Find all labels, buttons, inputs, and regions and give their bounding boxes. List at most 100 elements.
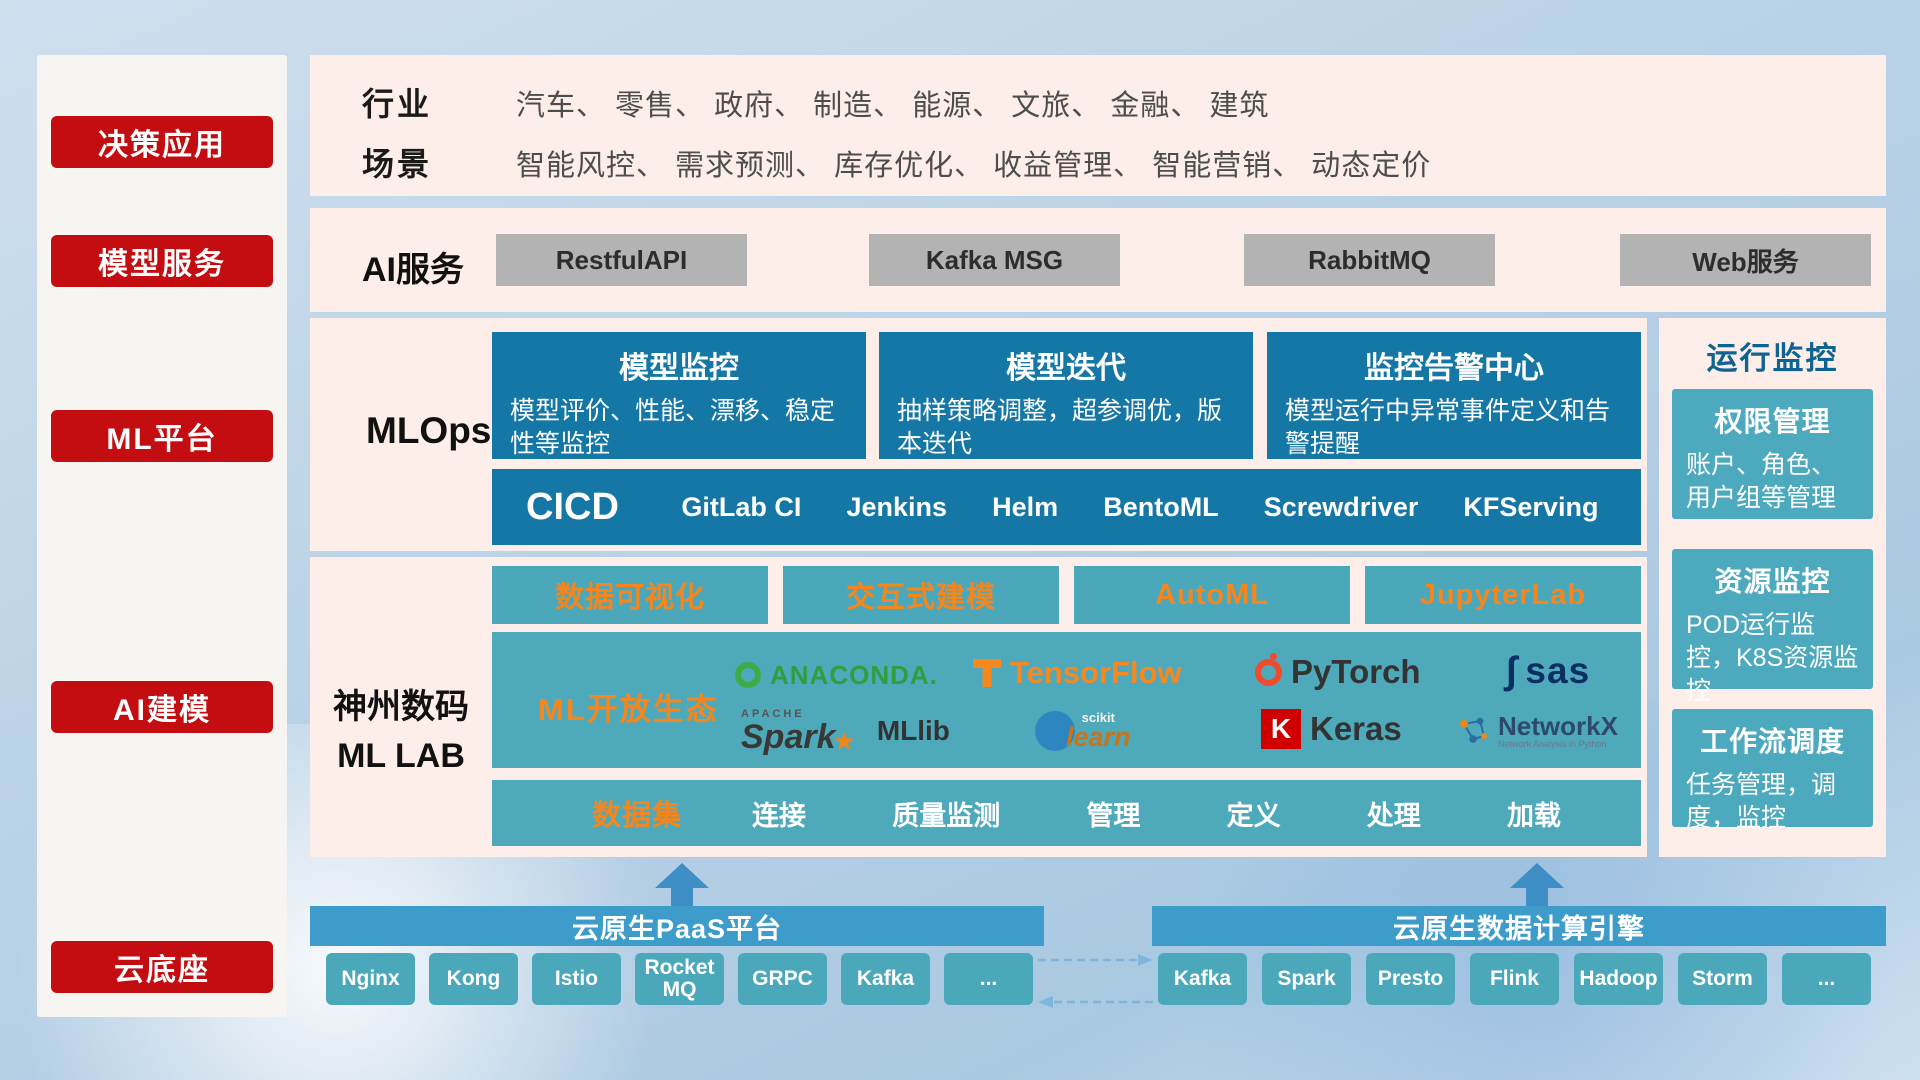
service-kafka-msg: Kafka MSG xyxy=(869,234,1120,286)
pytorch-logo: PyTorch xyxy=(1255,649,1421,695)
card-desc: 任务管理，调度，监控 xyxy=(1686,771,1837,832)
interactive-modeling-button: 交互式建模 xyxy=(783,566,1059,624)
mllab-panel: 神州数码 ML LAB 数据可视化 交互式建模 AutoML JupyterLa… xyxy=(310,557,1647,857)
ai-service-label: AI服务 xyxy=(362,251,464,289)
sas-logo: ∫ sas xyxy=(1506,648,1590,694)
sidebar-item-cloud-base: 云底座 xyxy=(51,941,273,993)
data-exchange-arrows xyxy=(1038,954,1153,1008)
dataset-bar: 数据集 连接 质量监测 管理 定义 处理 加载 xyxy=(492,780,1641,846)
arrow-stem xyxy=(671,888,693,908)
paas-kafka: Kafka xyxy=(841,953,930,1005)
networkx-logo: NetworkX Network Analysis in Python xyxy=(1457,708,1618,754)
data-engine-bar: 云原生数据计算引擎 xyxy=(1152,906,1886,946)
dataset-items: 连接 质量监测 管理 定义 处理 加载 xyxy=(682,794,1641,833)
industry-list: 汽车、 零售、 政府、 制造、 能源、 文旅、 金融、 建筑 xyxy=(516,90,1270,122)
automl-button: AutoML xyxy=(1074,566,1350,624)
card-desc: 账户、角色、用户组等管理 xyxy=(1686,451,1837,512)
service-web: Web服务 xyxy=(1620,234,1871,286)
mllib-text: MLlib xyxy=(876,715,950,746)
paas-istio: Istio xyxy=(532,953,621,1005)
tensorflow-icon xyxy=(973,659,1001,687)
keras-icon: K xyxy=(1261,709,1301,749)
dataset-item-define: 定义 xyxy=(1226,800,1281,831)
tool-gitlab-ci: GitLab CI xyxy=(681,491,802,522)
scikit-learn-logo: scikit learn xyxy=(1035,708,1131,754)
paas-more: ... xyxy=(944,953,1033,1005)
card-title: 资源监控 xyxy=(1714,566,1831,597)
spark-mllib-logo: APACHE Spark ★ MLlib xyxy=(741,708,950,754)
paas-up-arrow xyxy=(655,863,709,908)
industry-scenario-panel: 行业 汽车、 零售、 政府、 制造、 能源、 文旅、 金融、 建筑 场景 智能风… xyxy=(310,55,1886,196)
networkx-text: NetworkX xyxy=(1498,710,1618,741)
scikit-text: scikit xyxy=(1081,710,1115,725)
permission-mgmt-card: 权限管理 账户、角色、用户组等管理 xyxy=(1672,389,1873,519)
paas-platform-bar: 云原生PaaS平台 xyxy=(310,906,1044,946)
apache-text: APACHE xyxy=(741,707,805,720)
keras-logo: K Keras xyxy=(1261,706,1402,752)
engine-more: ... xyxy=(1782,953,1871,1005)
alert-center-card: 监控告警中心 模型运行中异常事件定义和告警提醒 xyxy=(1267,332,1641,459)
scikit-learn-icon xyxy=(1035,711,1075,751)
card-desc: 模型评价、性能、漂移、稳定性等监控 xyxy=(510,397,836,458)
sidebar-item-ml-platform: ML平台 xyxy=(51,410,273,462)
engine-flink: Flink xyxy=(1470,953,1559,1005)
ml-open-ecosystem-box: ML开放生态 ANACONDA. TensorFlow PyTorch ∫ sa… xyxy=(492,632,1641,768)
card-title: 模型监控 xyxy=(619,352,739,385)
engine-buttons: Kafka Spark Presto Flink Hadoop Storm ..… xyxy=(1158,953,1871,1005)
dataset-item-process: 处理 xyxy=(1366,800,1421,831)
card-desc: POD运行监控，K8S资源监控 xyxy=(1686,611,1859,705)
arrow-stem xyxy=(1526,888,1548,908)
workflow-scheduler-card: 工作流调度 任务管理，调度，监控 xyxy=(1672,709,1873,832)
service-restfulapi: RestfulAPI xyxy=(496,234,747,286)
tensorflow-logo: TensorFlow xyxy=(973,650,1182,696)
paas-grpc: GRPC xyxy=(738,953,827,1005)
engine-hadoop: Hadoop xyxy=(1574,953,1663,1005)
tool-helm: Helm xyxy=(992,491,1059,522)
engine-storm: Storm xyxy=(1678,953,1767,1005)
resource-monitor-card: 资源监控 POD运行监控，K8S资源监控 xyxy=(1672,549,1873,705)
tensorflow-text: TensorFlow xyxy=(1010,655,1182,690)
scenario-list: 智能风控、 需求预测、 库存优化、 收益管理、 智能营销、 动态定价 xyxy=(516,150,1432,182)
sas-icon: ∫ xyxy=(1506,650,1517,692)
sidebar-item-decision-apps: 决策应用 xyxy=(51,116,273,168)
tool-bentoml: BentoML xyxy=(1103,491,1219,522)
tool-jenkins: Jenkins xyxy=(846,491,948,522)
card-desc: 模型运行中异常事件定义和告警提醒 xyxy=(1285,397,1611,458)
dataset-item-quality: 质量监测 xyxy=(892,800,1001,831)
anaconda-icon xyxy=(735,662,761,688)
engine-spark: Spark xyxy=(1262,953,1351,1005)
pytorch-text: PyTorch xyxy=(1291,653,1421,690)
tool-screwdriver: Screwdriver xyxy=(1263,491,1419,522)
anaconda-logo: ANACONDA. xyxy=(735,652,938,698)
dataset-item-load: 加载 xyxy=(1506,800,1561,831)
mlops-panel: MLOps 模型监控 模型评价、性能、漂移、稳定性等监控 模型迭代 抽样策略调整… xyxy=(310,318,1647,551)
ecosystem-label: ML开放生态 xyxy=(538,692,719,727)
runtime-monitor-panel: 运行监控 权限管理 账户、角色、用户组等管理 资源监控 POD运行监控，K8S资… xyxy=(1659,318,1886,857)
dataset-label: 数据集 xyxy=(592,800,683,832)
sidebar-item-model-service: 模型服务 xyxy=(51,235,273,287)
mllab-label-line2: ML LAB xyxy=(337,737,465,776)
card-desc: 抽样策略调整，超参调优，版本迭代 xyxy=(897,397,1223,458)
card-title: 权限管理 xyxy=(1714,406,1831,437)
pytorch-icon xyxy=(1255,652,1282,686)
model-monitoring-card: 模型监控 模型评价、性能、漂移、稳定性等监控 xyxy=(492,332,866,459)
arrow-head xyxy=(655,863,709,888)
card-title: 工作流调度 xyxy=(1699,726,1845,757)
cicd-tools: GitLab CI Jenkins Helm BentoML Screwdriv… xyxy=(619,492,1641,523)
jupyterlab-button: JupyterLab xyxy=(1365,566,1641,624)
dataset-item-manage: 管理 xyxy=(1086,800,1141,831)
cicd-bar: CICD GitLab CI Jenkins Helm BentoML Scre… xyxy=(492,469,1641,545)
card-title: 模型迭代 xyxy=(1006,352,1126,385)
engine-up-arrow xyxy=(1510,863,1564,908)
mlops-label: MLOps xyxy=(366,410,492,451)
paas-nginx: Nginx xyxy=(326,953,415,1005)
mllab-label: 神州数码 ML LAB xyxy=(310,683,492,782)
spark-star-icon: ★ xyxy=(832,725,856,756)
engine-presto: Presto xyxy=(1366,953,1455,1005)
spark-wordmark: APACHE Spark ★ xyxy=(741,707,856,756)
paas-buttons: Nginx Kong Istio RocketMQ GRPC Kafka ... xyxy=(326,953,1033,1005)
learn-text: learn xyxy=(1066,722,1131,752)
arrow-head xyxy=(1510,863,1564,888)
networkx-icon xyxy=(1460,717,1487,743)
